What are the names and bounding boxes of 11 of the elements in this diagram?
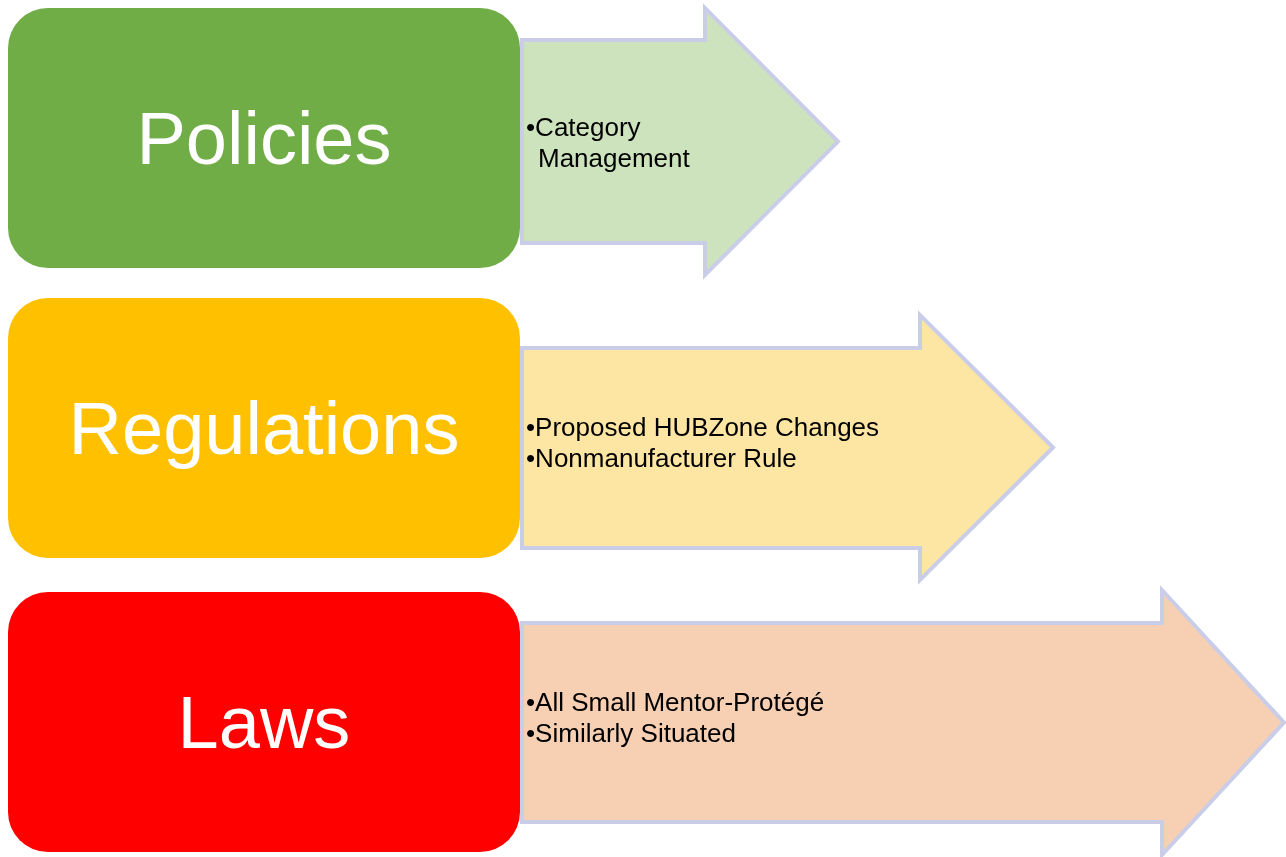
- bullet-item: •Proposed HUBZone Changes: [526, 412, 881, 444]
- box-title: Laws: [177, 679, 351, 765]
- bullet-item: •Nonmanufacturer Rule: [526, 443, 798, 475]
- box-title: Policies: [136, 95, 392, 181]
- bullet-item: •Category Management: [526, 112, 691, 175]
- rounded-box: [8, 298, 520, 558]
- bullet-item: •All Small Mentor-Protégé: [526, 687, 826, 719]
- bullet-item: •Similarly Situated: [526, 718, 737, 750]
- box-title: Regulations: [68, 385, 460, 471]
- rounded-box: [8, 8, 520, 268]
- rounded-box: [8, 592, 520, 852]
